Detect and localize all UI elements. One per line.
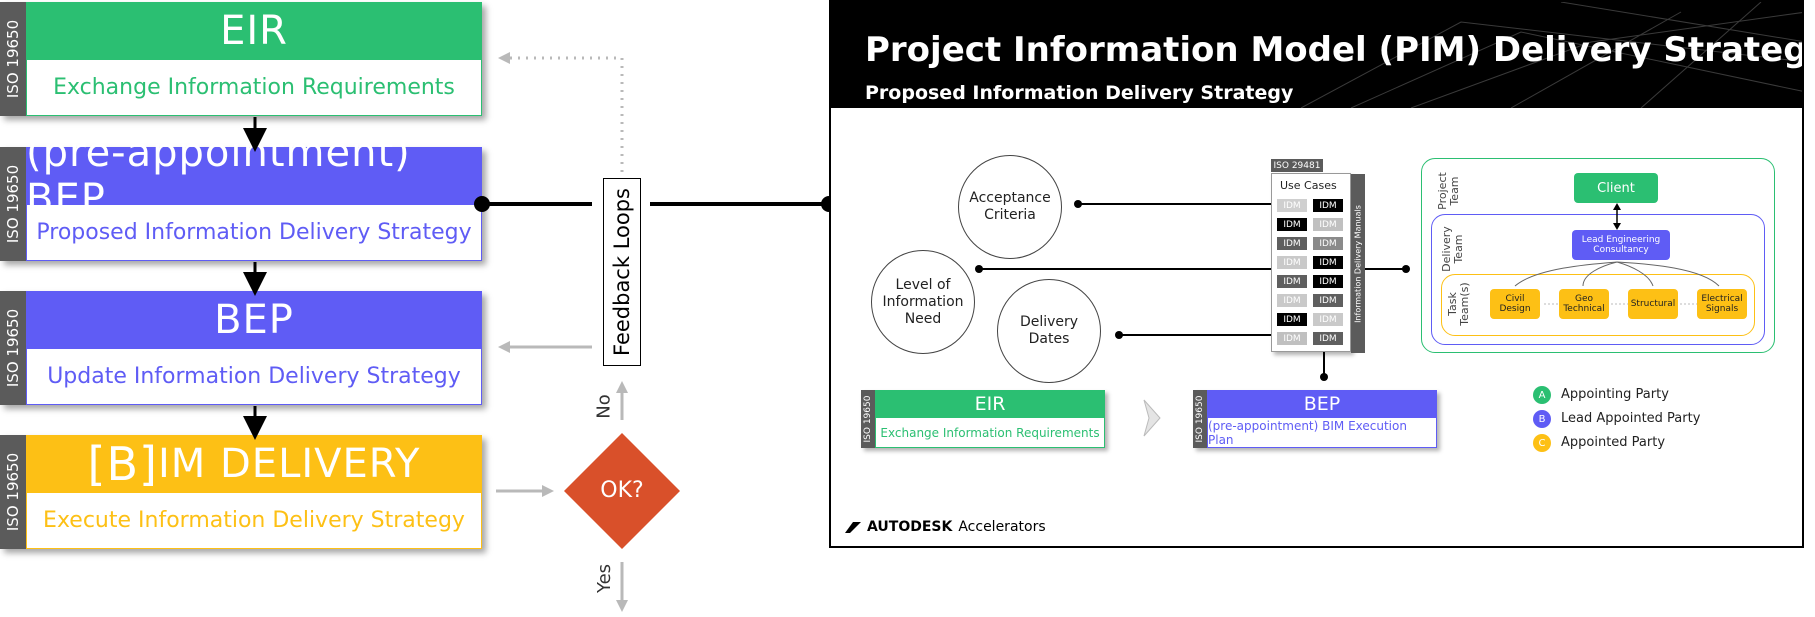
legend-a-label: Appointing Party bbox=[1561, 387, 1669, 402]
brand-name: AUTODESK bbox=[867, 519, 953, 535]
bep-subtitle: Update Information Delivery Strategy bbox=[26, 349, 482, 405]
lead-consultancy-node: Lead Engineering Consultancy bbox=[1572, 230, 1670, 260]
client-node: Client bbox=[1574, 173, 1658, 203]
acceptance-criteria-circle: Acceptance Criteria bbox=[958, 155, 1062, 259]
iso-strip: ISO 19650 bbox=[861, 390, 875, 448]
autodesk-logo-icon bbox=[845, 521, 861, 533]
task-team-box bbox=[1441, 274, 1755, 336]
bim-delivery-title: [B]IM DELIVERY bbox=[26, 435, 482, 493]
idm-cell: IDM bbox=[1313, 275, 1343, 288]
mini-bep-subtitle: (pre-appointment) BIM Execution Plan bbox=[1207, 418, 1437, 448]
legend-a-icon: A bbox=[1533, 386, 1551, 404]
mini-bep-title: BEP bbox=[1207, 390, 1437, 418]
bep-card: ISO 19650 BEP Update Information Deliver… bbox=[0, 291, 482, 405]
brand-product: Accelerators bbox=[958, 519, 1046, 535]
eir-subtitle: Exchange Information Requirements bbox=[26, 60, 482, 116]
delivery-team-box bbox=[1431, 214, 1765, 345]
project-team-box bbox=[1421, 158, 1775, 353]
idm-cell: IDM bbox=[1313, 218, 1343, 231]
pre-bep-subtitle: Proposed Information Delivery Strategy bbox=[26, 205, 482, 261]
chevron-right-icon bbox=[1143, 399, 1161, 437]
legend-c-icon: C bbox=[1533, 434, 1551, 452]
task-civil-design: Civil Design bbox=[1490, 289, 1540, 319]
autodesk-brand: AUTODESK Accelerators bbox=[845, 519, 1046, 535]
bep-title: BEP bbox=[26, 291, 482, 349]
panel-subtitle: Proposed Information Delivery Strategy bbox=[865, 82, 1294, 104]
bim-delivery-card: ISO 19650 [B]IM DELIVERY Execute Informa… bbox=[0, 435, 482, 549]
mini-eir-card: ISO 19650 EIR Exchange Information Requi… bbox=[861, 390, 1105, 448]
idm-cell: IDM bbox=[1277, 199, 1307, 212]
idm-cell: IDM bbox=[1313, 294, 1343, 307]
idm-cell: IDM bbox=[1277, 294, 1307, 307]
level-of-information-need-circle: Level of Information Need bbox=[871, 250, 975, 354]
ok-label: OK? bbox=[600, 478, 644, 503]
idm-cell: IDM bbox=[1277, 332, 1307, 345]
idm-cell: IDM bbox=[1277, 256, 1307, 269]
eir-title: EIR bbox=[26, 2, 482, 60]
bim-bracket: [B] bbox=[87, 437, 158, 491]
use-cases-label: Use Cases bbox=[1280, 179, 1337, 192]
iso-strip: ISO 19650 bbox=[0, 147, 26, 261]
feedback-dotted bbox=[508, 56, 624, 172]
bim-delivery-subtitle: Execute Information Delivery Strategy bbox=[26, 493, 482, 549]
idm-cell: IDM bbox=[1277, 237, 1307, 250]
panel-title: Project Information Model (PIM) Delivery… bbox=[865, 30, 1802, 70]
eir-card: ISO 19650 EIR Exchange Information Requi… bbox=[0, 2, 482, 116]
iso-strip: ISO 19650 bbox=[1193, 390, 1207, 448]
legend-b-label: Lead Appointed Party bbox=[1561, 411, 1701, 426]
ok-diamond bbox=[564, 433, 680, 549]
feedback-loops-box: Feedback Loops bbox=[603, 178, 641, 366]
no-label: No bbox=[593, 394, 615, 419]
idm-panel: Use Cases Information Delivery Manuals I… bbox=[1271, 173, 1365, 353]
acceptance-criteria-label: Acceptance Criteria bbox=[969, 190, 1051, 223]
task-geo-technical: Geo Technical bbox=[1559, 289, 1609, 319]
team-connectors bbox=[1514, 203, 1720, 305]
idm-cell: IDM bbox=[1313, 199, 1343, 212]
loin-label: Level of Information Need bbox=[882, 276, 964, 327]
mini-eir-subtitle: Exchange Information Requirements bbox=[875, 418, 1105, 448]
pim-strategy-panel: Project Information Model (PIM) Delivery… bbox=[829, 0, 1804, 548]
idm-cell: IDM bbox=[1313, 237, 1343, 250]
idm-cell: IDM bbox=[1277, 313, 1307, 326]
pre-appointment-bep-card: ISO 19650 (pre-appointment) BEP Proposed… bbox=[0, 130, 482, 261]
feedback-loops-label: Feedback Loops bbox=[610, 188, 634, 356]
idm-cell: IDM bbox=[1277, 275, 1307, 288]
legend-c-label: Appointed Party bbox=[1561, 435, 1666, 450]
delivery-dates-circle: Delivery Dates bbox=[997, 279, 1101, 383]
iso-strip: ISO 19650 bbox=[0, 435, 26, 549]
iso-strip: ISO 19650 bbox=[0, 291, 26, 405]
idm-cell: IDM bbox=[1313, 332, 1343, 345]
iso-strip: ISO 19650 bbox=[0, 2, 26, 116]
bim-rest: IM DELIVERY bbox=[157, 441, 421, 487]
idm-cell: IDM bbox=[1277, 218, 1307, 231]
legend-b-icon: B bbox=[1533, 410, 1551, 428]
idm-side-strip: Information Delivery Manuals bbox=[1351, 174, 1365, 353]
iso-29481-tag: ISO 29481 bbox=[1271, 159, 1323, 172]
header-background-graphic bbox=[1300, 2, 1802, 108]
task-structural: Structural bbox=[1628, 289, 1678, 319]
mini-bep-card: ISO 19650 BEP (pre-appointment) BIM Exec… bbox=[1193, 390, 1437, 448]
idm-cell: IDM bbox=[1313, 256, 1343, 269]
mini-eir-title: EIR bbox=[875, 390, 1105, 418]
delivery-dates-label: Delivery Dates bbox=[1019, 314, 1079, 347]
panel-header: Project Information Model (PIM) Delivery… bbox=[831, 2, 1802, 108]
yes-label: Yes bbox=[594, 563, 616, 594]
task-electrical-signals: Electrical Signals bbox=[1697, 289, 1747, 319]
idm-cell: IDM bbox=[1313, 313, 1343, 326]
